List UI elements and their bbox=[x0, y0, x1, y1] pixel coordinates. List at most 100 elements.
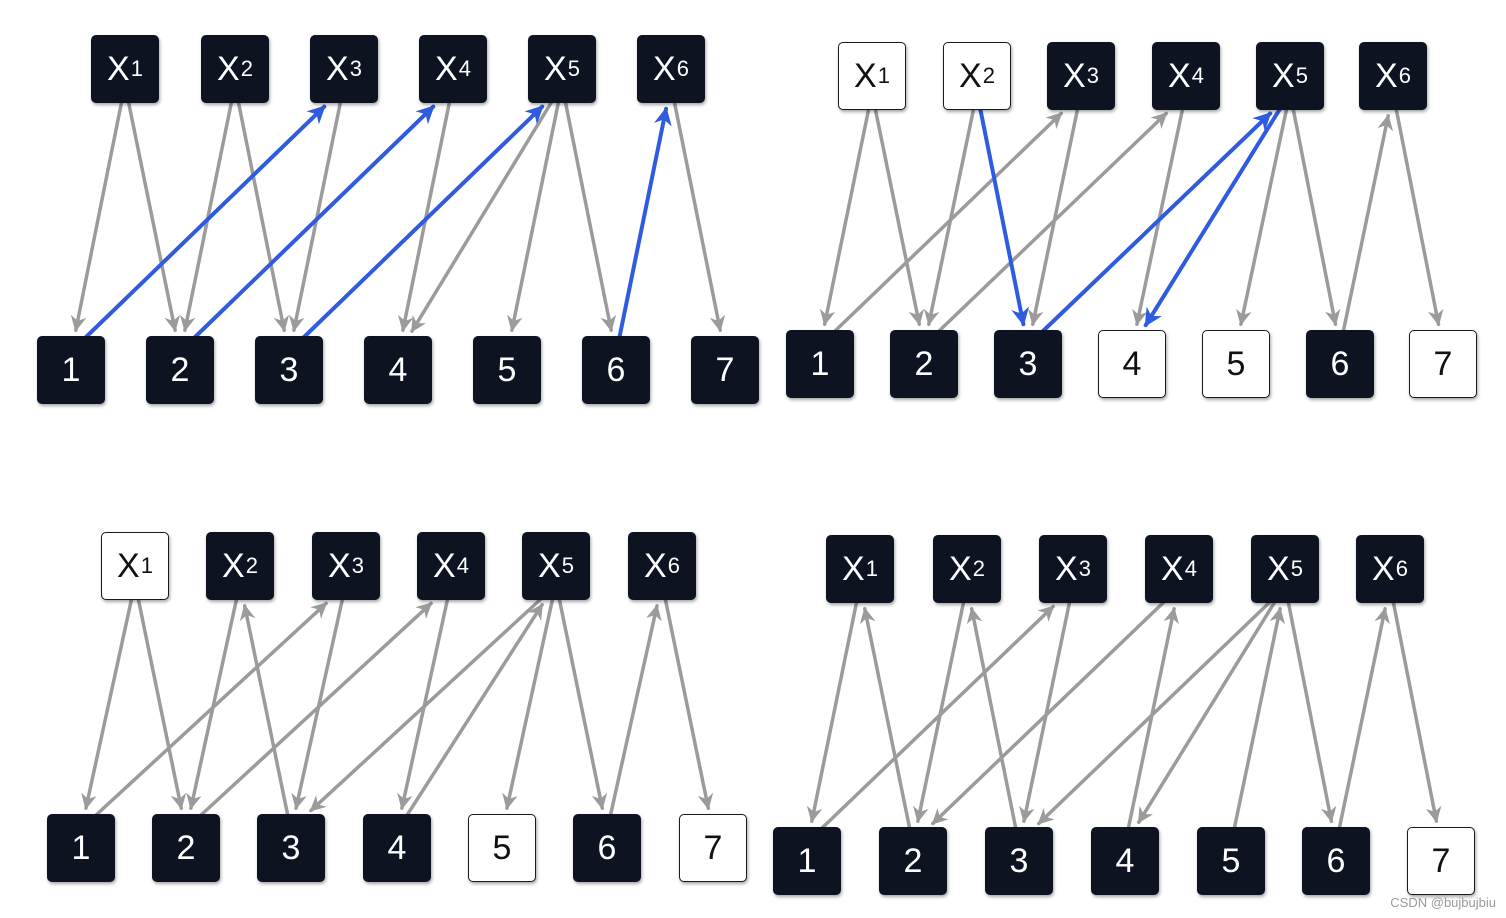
node-3: 3 bbox=[994, 330, 1062, 398]
edge-panel4-x5-to-b6 bbox=[1286, 599, 1337, 823]
edge-panel2-x6-to-b7 bbox=[1394, 106, 1444, 326]
edge-panel2-b3-to-x5 bbox=[1040, 111, 1273, 334]
node-x-subscript: 2 bbox=[245, 553, 258, 578]
node-number-label: 3 bbox=[281, 828, 301, 867]
node-x-label: X bbox=[544, 49, 567, 88]
node-number-label: 3 bbox=[279, 350, 299, 389]
node-number-label: 7 bbox=[1431, 841, 1451, 880]
node-number-label: 2 bbox=[903, 841, 923, 880]
node-6: 6 bbox=[1306, 330, 1374, 398]
edge-panel4-x5-to-b4 bbox=[1137, 599, 1278, 824]
node-number-label: 7 bbox=[715, 350, 735, 389]
node-x-label: X bbox=[217, 49, 240, 88]
node-2: 2 bbox=[890, 330, 958, 398]
node-3: 3 bbox=[255, 336, 323, 404]
edge-panel1-x1-to-b2 bbox=[126, 99, 180, 332]
edge-panel3-x5-to-b6 bbox=[557, 596, 608, 810]
edge-panel1-x5-to-b6 bbox=[563, 99, 617, 332]
edge-panel2-x2-to-b2 bbox=[923, 106, 976, 326]
node-number-label: 2 bbox=[170, 350, 190, 389]
node-x-label: X bbox=[107, 49, 130, 88]
node-x-subscript: 2 bbox=[240, 56, 253, 81]
edge-panel4-x6-to-b7 bbox=[1391, 599, 1442, 823]
edge-panel2-x1-to-b1 bbox=[819, 106, 871, 326]
node-number-label: 1 bbox=[61, 350, 81, 389]
edge-panel2-b1-to-x3 bbox=[832, 111, 1063, 334]
node-2: 2 bbox=[879, 827, 947, 895]
node-x-subscript: 5 bbox=[1290, 556, 1303, 581]
node-6: 6 bbox=[1302, 827, 1370, 895]
edge-panel4-x4-to-b2 bbox=[931, 599, 1167, 826]
edge-panel4-x1-to-b1 bbox=[806, 599, 859, 823]
node-x-label: X bbox=[644, 546, 667, 585]
node-7: 7 bbox=[679, 814, 747, 882]
node-number-label: 3 bbox=[1009, 841, 1029, 880]
node-x-label: X bbox=[959, 56, 982, 95]
node-number-label: 1 bbox=[810, 344, 830, 383]
edge-panel1-x3-to-b3 bbox=[289, 99, 343, 332]
edge-panel4-x5-to-b3 bbox=[1037, 599, 1273, 826]
edge-panel2-x3-to-b3 bbox=[1027, 106, 1080, 326]
edge-panel2-b2-to-x4 bbox=[936, 111, 1168, 334]
node-x-subscript: 3 bbox=[1086, 63, 1099, 88]
node-x-label: X bbox=[117, 546, 140, 585]
node-x-subscript: 1 bbox=[130, 56, 143, 81]
edge-panel3-b2-to-x4 bbox=[198, 601, 433, 818]
node-x-label: X bbox=[328, 546, 351, 585]
node-x-subscript: 5 bbox=[561, 553, 574, 578]
watermark: CSDN @bujbujbiu bbox=[1390, 895, 1496, 910]
edge-panel1-x5-to-b4 bbox=[410, 99, 554, 333]
node-x-label: X bbox=[538, 546, 561, 585]
edge-panel2-b6-to-x6 bbox=[1341, 114, 1394, 334]
node-1: 1 bbox=[37, 336, 105, 404]
edge-panel4-b6-to-x6 bbox=[1337, 607, 1390, 831]
node-6: 6 bbox=[573, 814, 641, 882]
edge-panel3-x4-to-b4 bbox=[397, 596, 450, 810]
node-x-label: X bbox=[326, 49, 349, 88]
node-7: 7 bbox=[1409, 330, 1477, 398]
edge-panel3-b3-to-x2 bbox=[239, 604, 290, 818]
node-number-label: 4 bbox=[1115, 841, 1135, 880]
edge-panel2-x5-to-b4 bbox=[1143, 106, 1283, 328]
node-x-subscript: 4 bbox=[1191, 63, 1204, 88]
node-5: 5 bbox=[1202, 330, 1270, 398]
edge-panel3-x1-to-b2 bbox=[136, 596, 187, 810]
node-x-subscript: 1 bbox=[877, 63, 890, 88]
node-number-label: 6 bbox=[606, 350, 626, 389]
node-x-subscript: 6 bbox=[1395, 556, 1408, 581]
node-x-subscript: 4 bbox=[458, 56, 471, 81]
node-number-label: 5 bbox=[1226, 344, 1246, 383]
node-4: 4 bbox=[363, 814, 431, 882]
node-x-subscript: 3 bbox=[351, 553, 364, 578]
node-number-label: 3 bbox=[1018, 344, 1038, 383]
node-x-label: X bbox=[842, 549, 865, 588]
edge-panel2-x5-to-b6 bbox=[1291, 106, 1341, 326]
edge-panel2-x5-to-b5 bbox=[1236, 106, 1289, 326]
node-number-label: 5 bbox=[492, 828, 512, 867]
edge-panel4-x3-to-b3 bbox=[1019, 599, 1072, 823]
node-5: 5 bbox=[468, 814, 536, 882]
edge-panel4-b4-to-x4 bbox=[1126, 607, 1179, 831]
node-x-label: X bbox=[1372, 549, 1395, 588]
edge-panel1-b6-to-x6 bbox=[617, 106, 672, 340]
node-x-subscript: 4 bbox=[456, 553, 469, 578]
edge-panel1-x5-to-b5 bbox=[507, 99, 561, 332]
node-number-label: 2 bbox=[176, 828, 196, 867]
node-number-label: 6 bbox=[1330, 344, 1350, 383]
node-number-label: 6 bbox=[597, 828, 617, 867]
